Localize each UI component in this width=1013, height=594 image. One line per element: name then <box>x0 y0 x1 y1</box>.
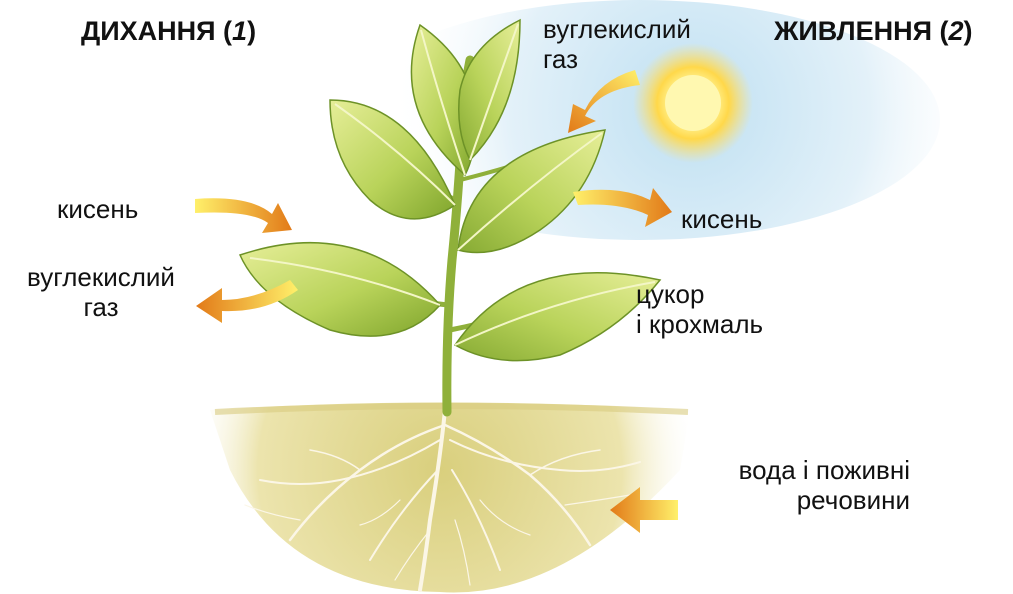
respiration-title-close: ) <box>247 16 256 46</box>
sugar-starch-label: цукор і крохмаль <box>636 279 763 339</box>
oxygen-in-label-text: кисень <box>57 194 138 224</box>
co2-in-label: вуглекислий газ <box>543 14 691 74</box>
co2-out-label-line1: вуглекислий <box>7 262 195 292</box>
sugar-starch-label-line1: цукор <box>636 279 763 309</box>
water-nutrients-label-line2: речовини <box>680 485 910 515</box>
co2-in-label-line2: газ <box>543 44 691 74</box>
nutrition-title-number: 2 <box>949 16 964 46</box>
water-nutrients-label: вода і поживні речовини <box>680 455 910 515</box>
water-nutrients-label-line1: вода і поживні <box>680 455 910 485</box>
respiration-title-text: ДИХАННЯ ( <box>81 16 232 46</box>
oxygen-out-label-text: кисень <box>681 204 762 234</box>
co2-in-label-line1: вуглекислий <box>543 14 691 44</box>
co2-out-label-line2: газ <box>7 292 195 322</box>
oxygen-in-label: кисень <box>57 194 138 224</box>
respiration-title-number: 1 <box>232 16 247 46</box>
nutrition-title-close: ) <box>964 16 973 46</box>
respiration-title: ДИХАННЯ (1) <box>81 16 256 46</box>
co2-out-label: вуглекислий газ <box>7 262 195 322</box>
arrow-oxygen-in <box>195 198 292 233</box>
nutrition-title-text: ЖИВЛЕННЯ ( <box>774 16 949 46</box>
sugar-starch-label-line2: і крохмаль <box>636 309 763 339</box>
oxygen-out-label: кисень <box>681 204 762 234</box>
nutrition-title: ЖИВЛЕННЯ (2) <box>774 16 973 46</box>
